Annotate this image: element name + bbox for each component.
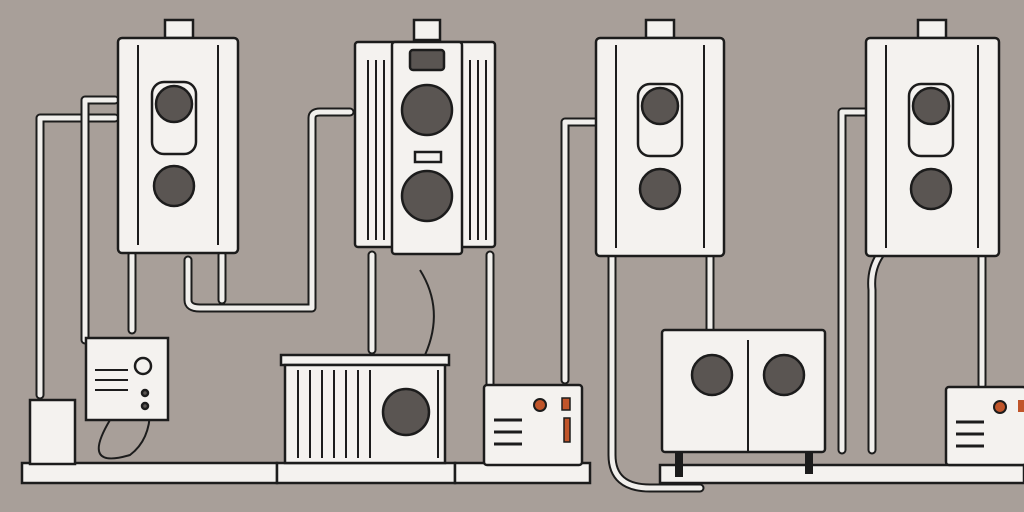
ac-unit (660, 328, 827, 477)
heater-box-1 (482, 383, 584, 467)
water-heater-2 (353, 18, 497, 256)
condenser-unit (279, 353, 451, 465)
pipes (35, 95, 987, 493)
water-heater-4 (864, 18, 1001, 258)
control-box-left (28, 336, 170, 466)
floor-platforms (20, 461, 1024, 485)
water-heater-3 (594, 18, 726, 258)
heater-box-2 (944, 385, 1024, 467)
water-heater-1 (116, 18, 240, 255)
